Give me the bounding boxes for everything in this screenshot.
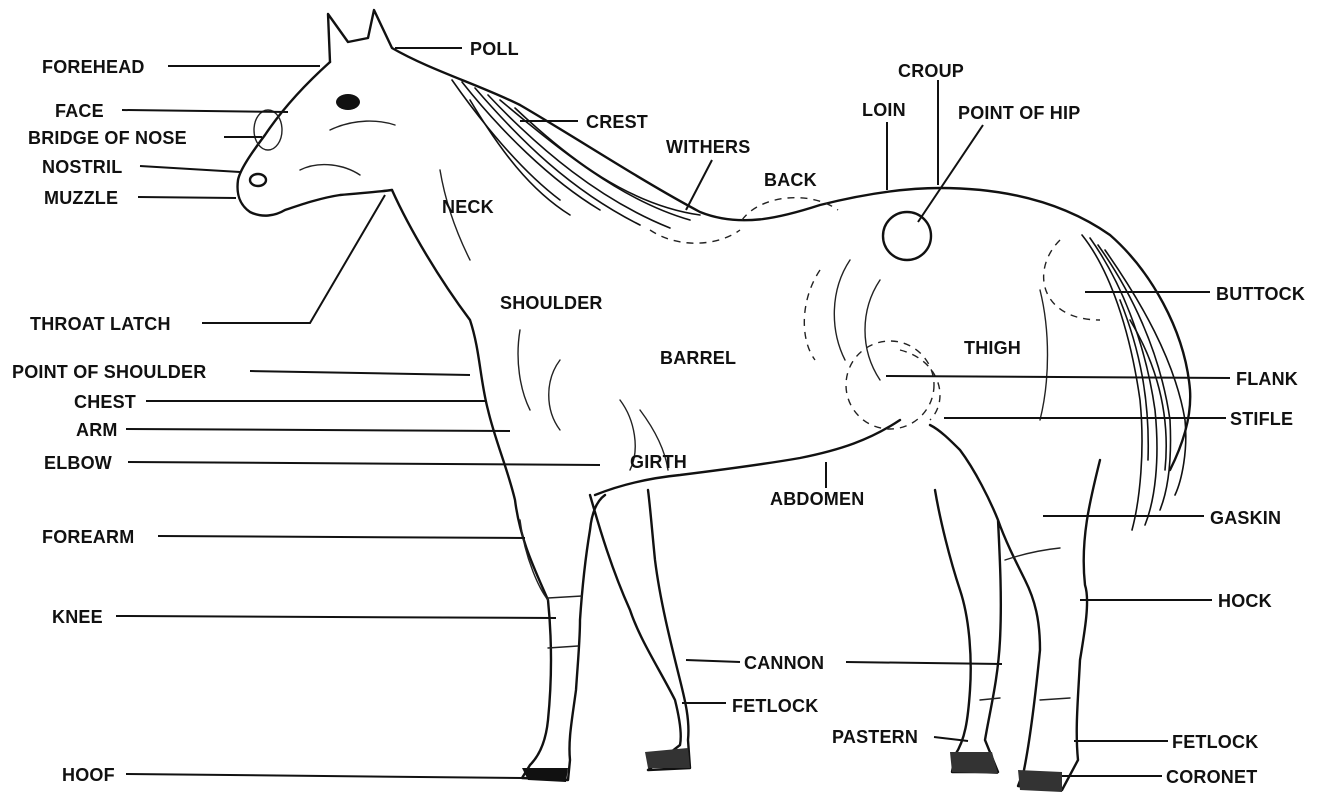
eye-mark (336, 94, 360, 110)
label-withers: WITHERS (666, 138, 750, 156)
label-bridge-of-nose: BRIDGE OF NOSE (28, 129, 187, 147)
flank-circle (846, 341, 934, 429)
label-chest-front: CHEST (74, 393, 136, 411)
leader-flank (886, 376, 1230, 378)
leader-cannon-right (846, 662, 1002, 664)
label-shoulder: SHOULDER (500, 294, 603, 312)
label-buttock: BUTTOCK (1216, 285, 1305, 303)
nostril-mark (250, 174, 266, 186)
tail (1082, 235, 1186, 530)
label-cannon: CANNON (744, 654, 824, 672)
leader-knee (116, 616, 556, 618)
leader-point-of-shoulder (250, 371, 470, 375)
label-point-of-hip: POINT OF HIP (958, 104, 1080, 122)
hoof-rear-left (950, 752, 998, 774)
leader-muzzle (138, 197, 236, 198)
hoof-rear-right (1018, 770, 1062, 792)
label-point-of-shoulder: POINT OF SHOULDER (12, 363, 206, 381)
label-muzzle: MUZZLE (44, 189, 118, 207)
label-abdomen: ABDOMEN (770, 490, 864, 508)
leader-withers (686, 160, 712, 210)
label-arm: ARM (76, 421, 118, 439)
leader-lines (116, 48, 1230, 778)
head-outline (238, 62, 393, 216)
label-coronet: CORONET (1166, 768, 1257, 786)
label-poll: POLL (470, 40, 519, 58)
label-knee: KNEE (52, 608, 103, 626)
muscle-lines (300, 121, 1070, 700)
label-crest: CREST (586, 113, 648, 131)
label-croup: CROUP (898, 62, 964, 80)
leader-hoof (126, 774, 522, 778)
label-hock: HOCK (1218, 592, 1272, 610)
label-stifle: STIFLE (1230, 410, 1293, 428)
hoof-front-right (645, 748, 690, 768)
region-dashes (650, 198, 1100, 420)
label-gaskin: GASKIN (1210, 509, 1281, 527)
leader-arm (126, 429, 510, 431)
label-face: FACE (55, 102, 104, 120)
label-elbow: ELBOW (44, 454, 112, 472)
label-neck: NECK (442, 198, 494, 216)
hoof-front-left (522, 768, 568, 782)
label-fetlock-rear: FETLOCK (1172, 733, 1258, 751)
leader-face (122, 110, 288, 112)
leader-forearm (158, 536, 525, 538)
label-thigh: THIGH (964, 339, 1021, 357)
point-of-hip-circle (883, 212, 931, 260)
label-throat-latch: THROAT LATCH (30, 315, 171, 333)
label-hoof: HOOF (62, 766, 115, 784)
leader-throat-latch (202, 195, 385, 323)
label-forearm: FOREARM (42, 528, 134, 546)
front-outline (392, 190, 690, 780)
label-loin: LOIN (862, 101, 906, 119)
label-nostril: NOSTRIL (42, 158, 122, 176)
label-fetlock-front: FETLOCK (732, 697, 818, 715)
label-flank: FLANK (1236, 370, 1298, 388)
leader-elbow (128, 462, 600, 465)
leader-cannon-left (686, 660, 740, 662)
label-pastern: PASTERN (832, 728, 918, 746)
label-girth: GIRTH (630, 453, 687, 471)
label-back: BACK (764, 171, 817, 189)
leader-nostril (140, 166, 240, 172)
label-forehead: FOREHEAD (42, 58, 145, 76)
leader-point-of-hip (918, 125, 983, 222)
label-barrel: BARREL (660, 349, 736, 367)
